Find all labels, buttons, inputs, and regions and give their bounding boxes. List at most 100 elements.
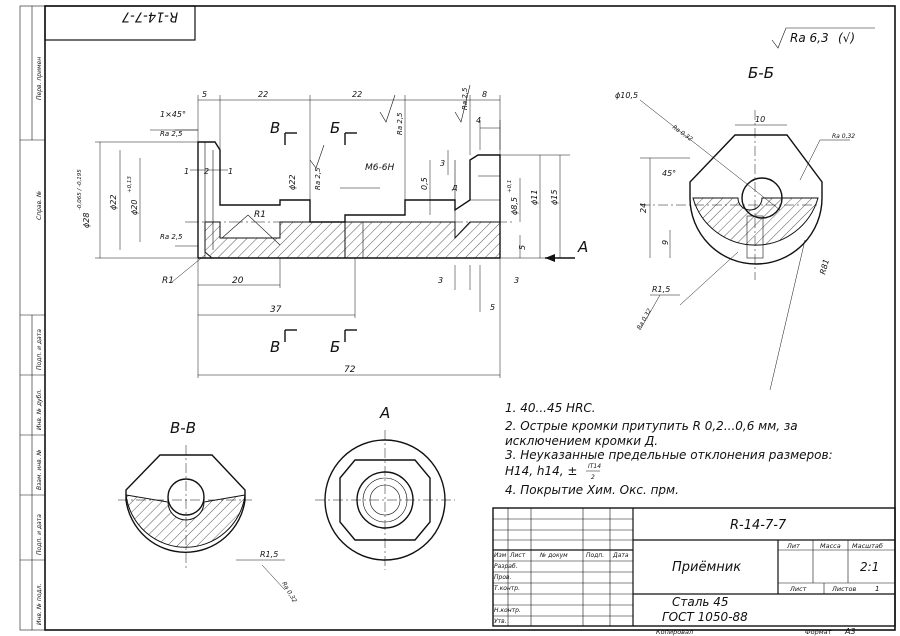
dim-r1b: R1 [162,276,174,286]
dim-phi11: ϕ11 [530,190,539,205]
dim-22a: 22 [258,90,268,99]
tb-format-value: А3 [844,627,856,636]
left-column-labels: Перв. примен Справ. № Подп. и дата Инв. … [36,57,43,625]
dim-len37: 37 [270,305,282,315]
tb-material-2: ГОСТ 1050-88 [662,610,748,624]
dim-5: 5 [202,90,207,99]
tb-col-date: Дата [612,552,629,559]
dim-4: 4 [476,116,481,125]
bb-ra032-c: Ra 0,32 [636,307,654,331]
dim-3b: 3 [514,276,519,285]
tb-copied: Копировал [656,628,693,636]
ra-25-a: Ra 2,5 [160,130,183,138]
section-bb: Б-Б ϕ10,5 10 45° 24 9 R1,5 R81 Ra 0,32 R… [615,64,855,391]
tb-row-utv: Утв. [494,618,507,625]
dim-8: 8 [482,90,487,99]
bb-title: Б-Б [748,64,774,82]
roughness-main: Ra 6,3 [790,31,829,45]
bb-angle: 45° [662,169,676,178]
ra-25-e: Ra 2,5 [461,87,469,110]
bb-d9: 9 [661,240,670,245]
lc-label-4: Инв. № дубл. [36,389,43,430]
vv-r15: R1,5 [260,550,278,559]
dim-phi15: ϕ15 [550,190,559,205]
note-3a: 3. Неуказанные предельные отклонения раз… [505,448,833,462]
lc-label-1: Перв. примен [36,57,43,100]
dim-phi20-tol: +0,13 [127,176,133,193]
dim-phi28-tol: -0,065 / -0,195 [77,169,83,210]
dim-1a: 1 [184,167,189,176]
tb-scale: 2:1 [860,560,879,574]
rotated-code: R-14-7-7 [121,9,178,24]
mark-b-bottom: Б [330,338,340,356]
note-2a: 2. Острые кромки притупить R 0,2...0,6 м… [505,419,798,433]
tb-material-1: Сталь 45 [672,595,729,609]
tb-name: Приёмник [672,560,741,575]
dim-5c: 5 [490,303,495,312]
dim-chamfer: 1×45° [160,110,186,119]
tb-format: Формат [805,628,832,636]
bb-r15: R1,5 [652,285,670,294]
dim-phi85-tol: +0,1 [507,180,513,193]
general-roughness: Ra 6,3 (√) [771,27,875,49]
dim-1b: 1 [228,167,233,176]
tb-sheets: Листов [831,585,856,593]
dim-phi20: ϕ20 [130,200,139,215]
bb-d10: 10 [755,115,765,124]
main-dimensions [95,84,575,378]
note-3-frac-den: 2 [591,474,595,481]
bb-phi105: ϕ10,5 [615,91,638,100]
mark-v-top: В [270,119,280,137]
section-vv: В-В R1,5 Ra 0,32 [118,419,298,604]
roughness-paren: (√) [838,31,855,45]
tb-sheets-count: 1 [875,585,879,593]
notes: 1. 40...45 HRC. 2. Острые кромки притупи… [505,401,833,497]
note-3b: H14, h14, ± [505,464,577,478]
dim-phi28: ϕ28 [82,213,91,228]
dim-phi22b: ϕ22 [288,175,297,190]
dim-len20: 20 [232,276,244,286]
dim-3a: 3 [438,276,443,285]
ra-25-c: Ra 2,5 [314,167,322,190]
tb-col-izm: Изм [494,552,507,559]
tb-row-nkontr: Н.контр. [494,607,521,614]
note-2b: исключением кромки Д. [505,434,658,448]
tb-row-razrab: Разраб. [494,563,518,570]
view-a-title: А [379,404,390,422]
note-4: 4. Покрытие Хим. Окс. прм. [505,483,679,497]
lc-label-7: Инв. № подл. [36,584,43,625]
ra-25-d: Ra 2,5 [396,112,404,135]
dim-len72: 72 [344,365,356,375]
title-block: Изм Лист № докум Подп. Дата Разраб. Пров… [492,507,896,636]
bb-ra032-a: Ra 0,32 [832,133,855,140]
vv-title: В-В [170,419,196,437]
tb-row-tkontr: Т.контр. [494,585,520,592]
mark-a: А [577,238,588,256]
tb-lit: Лит [786,542,800,550]
view-a: А [315,404,455,570]
lc-label-5: Взам. инв. № [36,449,43,490]
dim-phi22a: ϕ22 [109,195,118,210]
lc-label-2: Справ. № [36,191,43,220]
dim-05: 0,5 [420,177,429,190]
tb-col-sign: Подп. [586,552,604,559]
tb-mass: Масса [820,542,841,550]
main-view [185,141,512,259]
lc-label-6: Подп. и дата [36,514,43,555]
dim-5b: 5 [518,245,527,250]
dim-2: 2 [204,167,209,176]
dim-phi85: ϕ8,5 [510,197,519,215]
mark-v-bottom: В [270,338,280,356]
tb-scale-label: Масштаб [852,542,883,550]
tb-row-prov: Пров. [494,574,512,581]
note-1: 1. 40...45 HRC. [505,401,596,415]
label-d: Д [451,184,458,192]
bb-d24: 24 [639,203,648,213]
note-3-frac-num: IT14 [588,463,601,470]
mark-b-top: Б [330,119,340,137]
tb-code: R-14-7-7 [730,518,787,533]
main-dim-texts: 5 22 22 8 4 3 1×45° Ra 2,5 Ra 2,5 1 2 1 … [77,87,588,375]
sheet-frame [19,5,896,631]
lc-label-3: Подп. и дата [36,329,43,370]
